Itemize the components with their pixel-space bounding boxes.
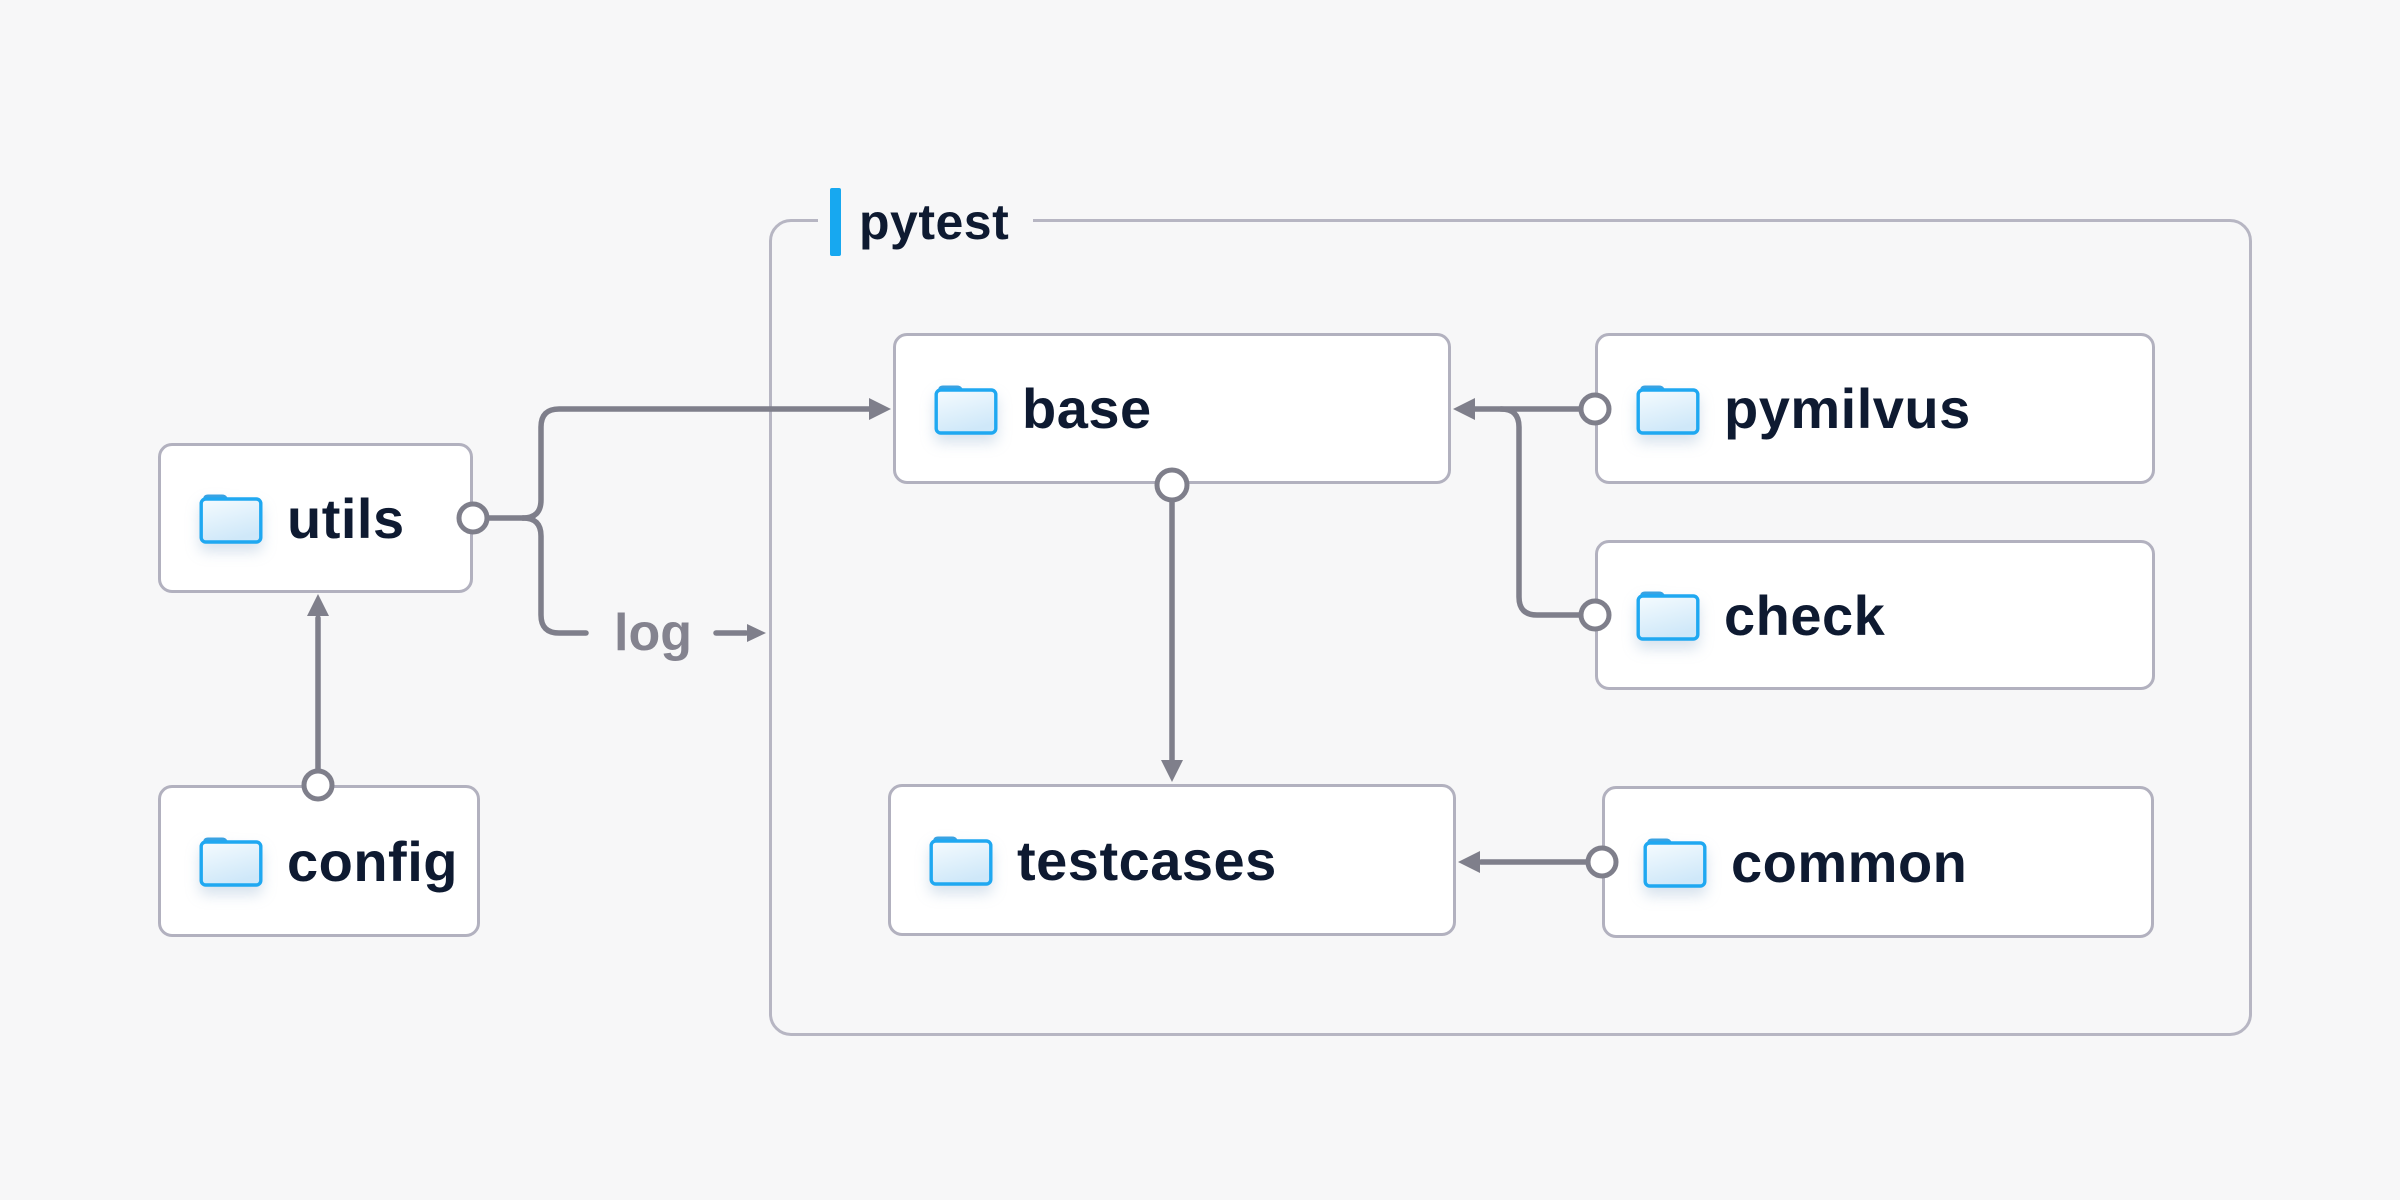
connector-dot [1154,467,1190,503]
edge-common-testcases [1458,845,1619,879]
node-label-base: base [1022,377,1152,440]
node-label-config: config [287,829,458,893]
connector-dot [1578,392,1612,426]
node-testcases: testcases [888,784,1456,936]
arrowhead-left-icon [1458,851,1480,873]
edge-utils-log [520,515,766,642]
node-label-utils: utils [287,486,405,550]
node-label-testcases: testcases [1017,828,1277,892]
edge-config-utils [301,594,335,802]
edge-check-base [1498,406,1612,632]
edge-pymilvus-base [1453,392,1612,426]
accent-bar [830,188,841,256]
node-common: common [1602,786,2154,938]
connector-dot [456,501,490,535]
arrowhead-up-icon [307,594,329,616]
edge-label-log: log [614,604,692,662]
arrowhead-right-icon [747,624,766,642]
node-pymilvus: pymilvus [1595,333,2155,484]
group-title: pytest [859,194,1010,250]
connector-dot [1585,845,1619,879]
pytest-group: pytest [769,188,2252,1036]
node-check: check [1595,540,2155,690]
connector-dot [301,768,335,802]
arrowhead-left-icon [1453,398,1475,420]
arrowhead-down-icon [1161,760,1183,782]
node-label-check: check [1724,583,1886,647]
edge-utils-base [456,398,891,535]
edge-base-testcases [1154,467,1190,782]
arrowhead-right-icon [869,398,891,420]
connector-dot [1578,598,1612,632]
pytest-group-label: pytest [818,188,1034,256]
node-label-common: common [1731,830,1968,894]
node-label-pymilvus: pymilvus [1724,377,1971,440]
